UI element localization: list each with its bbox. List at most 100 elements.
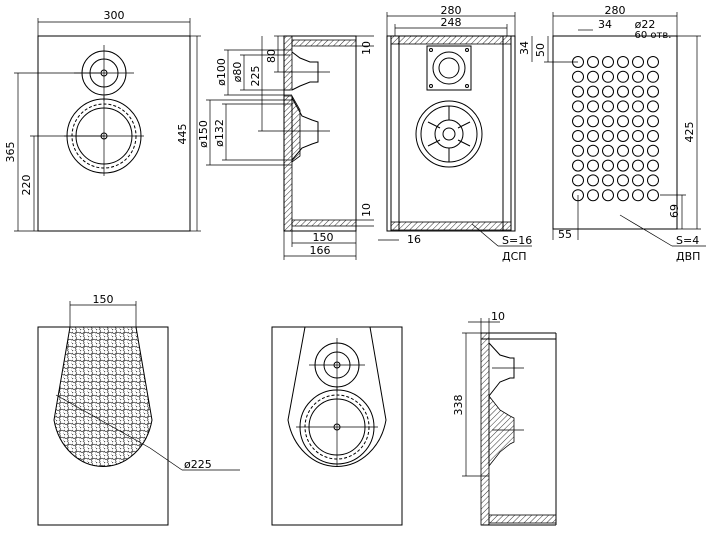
perforation-hole — [647, 85, 659, 98]
perforated-panel: 280 34 ø22 60 отв. 34 50 425 69 55 S=4 Д… — [518, 4, 706, 263]
top-thickness-label: 10 — [360, 41, 373, 55]
perforation-hole — [617, 130, 629, 142]
hole-spacing-label: 34 — [598, 18, 612, 31]
front-height-label: 445 — [176, 124, 189, 145]
perforation-hole — [572, 100, 584, 113]
perforation-hole — [602, 174, 614, 187]
side-view-2: 10 338 — [452, 310, 557, 526]
perforation-hole — [602, 189, 614, 202]
perforation-hole — [617, 115, 629, 128]
perforation-hole — [602, 70, 614, 83]
perforation-hole — [587, 159, 599, 172]
hole-grid — [572, 56, 659, 202]
material-chipboard: ДСП — [502, 250, 527, 263]
perforation-hole — [632, 130, 644, 142]
perforation-hole — [617, 174, 629, 187]
bottom-offset-label: 69 — [668, 204, 681, 218]
panel-width-label: 280 — [605, 4, 626, 17]
grille-view: 150 ø225 — [37, 293, 240, 526]
perforation-hole — [587, 144, 599, 157]
interior-outer-width: 280 — [441, 4, 462, 17]
perforation-hole — [572, 144, 584, 157]
material-hardboard: ДВП — [676, 250, 700, 263]
perforation-hole — [647, 130, 659, 142]
perforation-hole — [647, 189, 659, 202]
perforation-hole — [572, 115, 584, 128]
perforation-hole — [632, 70, 644, 83]
perforation-hole — [602, 159, 614, 172]
side-offset-label: 55 — [558, 228, 572, 241]
outer-depth-label: 166 — [310, 244, 331, 257]
perforation-hole — [587, 115, 599, 128]
woofer-center-label: 220 — [20, 175, 33, 196]
baffle-thickness-label: 10 — [491, 310, 505, 323]
perforation-hole — [632, 85, 644, 98]
perforation-hole — [647, 144, 659, 157]
perforation-hole — [617, 85, 629, 98]
perforation-hole — [632, 159, 644, 172]
tweeter-outer-diameter: ø100 — [215, 58, 228, 86]
hole-diameter-label: ø22 — [635, 18, 656, 31]
perforation-hole — [602, 85, 614, 98]
perforation-hole — [632, 115, 644, 128]
perforation-hole — [602, 144, 614, 157]
perforation-hole — [647, 56, 659, 68]
perforation-hole — [632, 100, 644, 113]
tweeter-inner-diameter: ø80 — [231, 62, 244, 83]
hole-count-label: 60 отв. — [635, 30, 672, 41]
woofer — [64, 96, 144, 176]
perforation-hole — [632, 189, 644, 202]
perforation-hole — [572, 189, 584, 202]
perforation-hole — [572, 130, 584, 142]
interior-inner-width: 248 — [441, 16, 462, 29]
panel-height-label: 425 — [683, 122, 696, 143]
front-width-label: 300 — [104, 9, 125, 22]
perforation-hole — [572, 70, 584, 83]
tweeter — [74, 45, 134, 101]
panel-thickness-label: 16 — [407, 233, 421, 246]
perforation-hole — [587, 56, 599, 68]
perforation-hole — [587, 100, 599, 113]
perforation-hole — [647, 115, 659, 128]
tweeter-center-label: 365 — [4, 142, 17, 163]
front-view: 300 445 365 220 — [4, 9, 201, 232]
perforation-hole — [617, 56, 629, 68]
perforation-hole — [602, 56, 614, 68]
perforation-hole — [617, 70, 629, 83]
perforation-hole — [632, 144, 644, 157]
perforation-hole — [617, 100, 629, 113]
perforation-hole — [632, 56, 644, 68]
bottom-thickness-label: 10 — [360, 203, 373, 217]
grille-bottom-diameter: ø225 — [184, 458, 212, 471]
perforation-hole — [572, 85, 584, 98]
perforation-hole — [632, 174, 644, 187]
perforation-hole — [617, 189, 629, 202]
perforation-hole — [587, 70, 599, 83]
perforation-hole — [617, 159, 629, 172]
perforation-hole — [572, 174, 584, 187]
tweeter-offset-label: 80 — [265, 49, 278, 63]
material-thickness-16: S=16 — [502, 234, 532, 247]
perforation-hole — [647, 159, 659, 172]
perforation-hole — [602, 115, 614, 128]
perforation-hole — [647, 70, 659, 83]
perforation-hole — [602, 130, 614, 142]
perforation-hole — [587, 189, 599, 202]
woofer-inner-diameter: ø132 — [213, 119, 226, 147]
perforation-hole — [587, 85, 599, 98]
grille-top-width: 150 — [93, 293, 114, 306]
perforation-hole — [572, 159, 584, 172]
perforation-hole — [602, 100, 614, 113]
perforation-hole — [647, 174, 659, 187]
material-thickness-4: S=4 — [676, 234, 699, 247]
top-offset-50: 50 — [534, 43, 547, 57]
woofer-offset-label: 225 — [249, 66, 262, 87]
perforation-hole — [572, 56, 584, 68]
side-section: ø100 ø80 225 80 ø150 ø132 10 10 1 — [197, 35, 374, 260]
interior-view: 280 248 16 S=16 ДСП — [378, 4, 532, 263]
baffle-front-view — [271, 326, 403, 526]
baffle-height-label: 338 — [452, 395, 465, 416]
perforation-hole — [587, 130, 599, 142]
inner-depth-label: 150 — [313, 231, 334, 244]
